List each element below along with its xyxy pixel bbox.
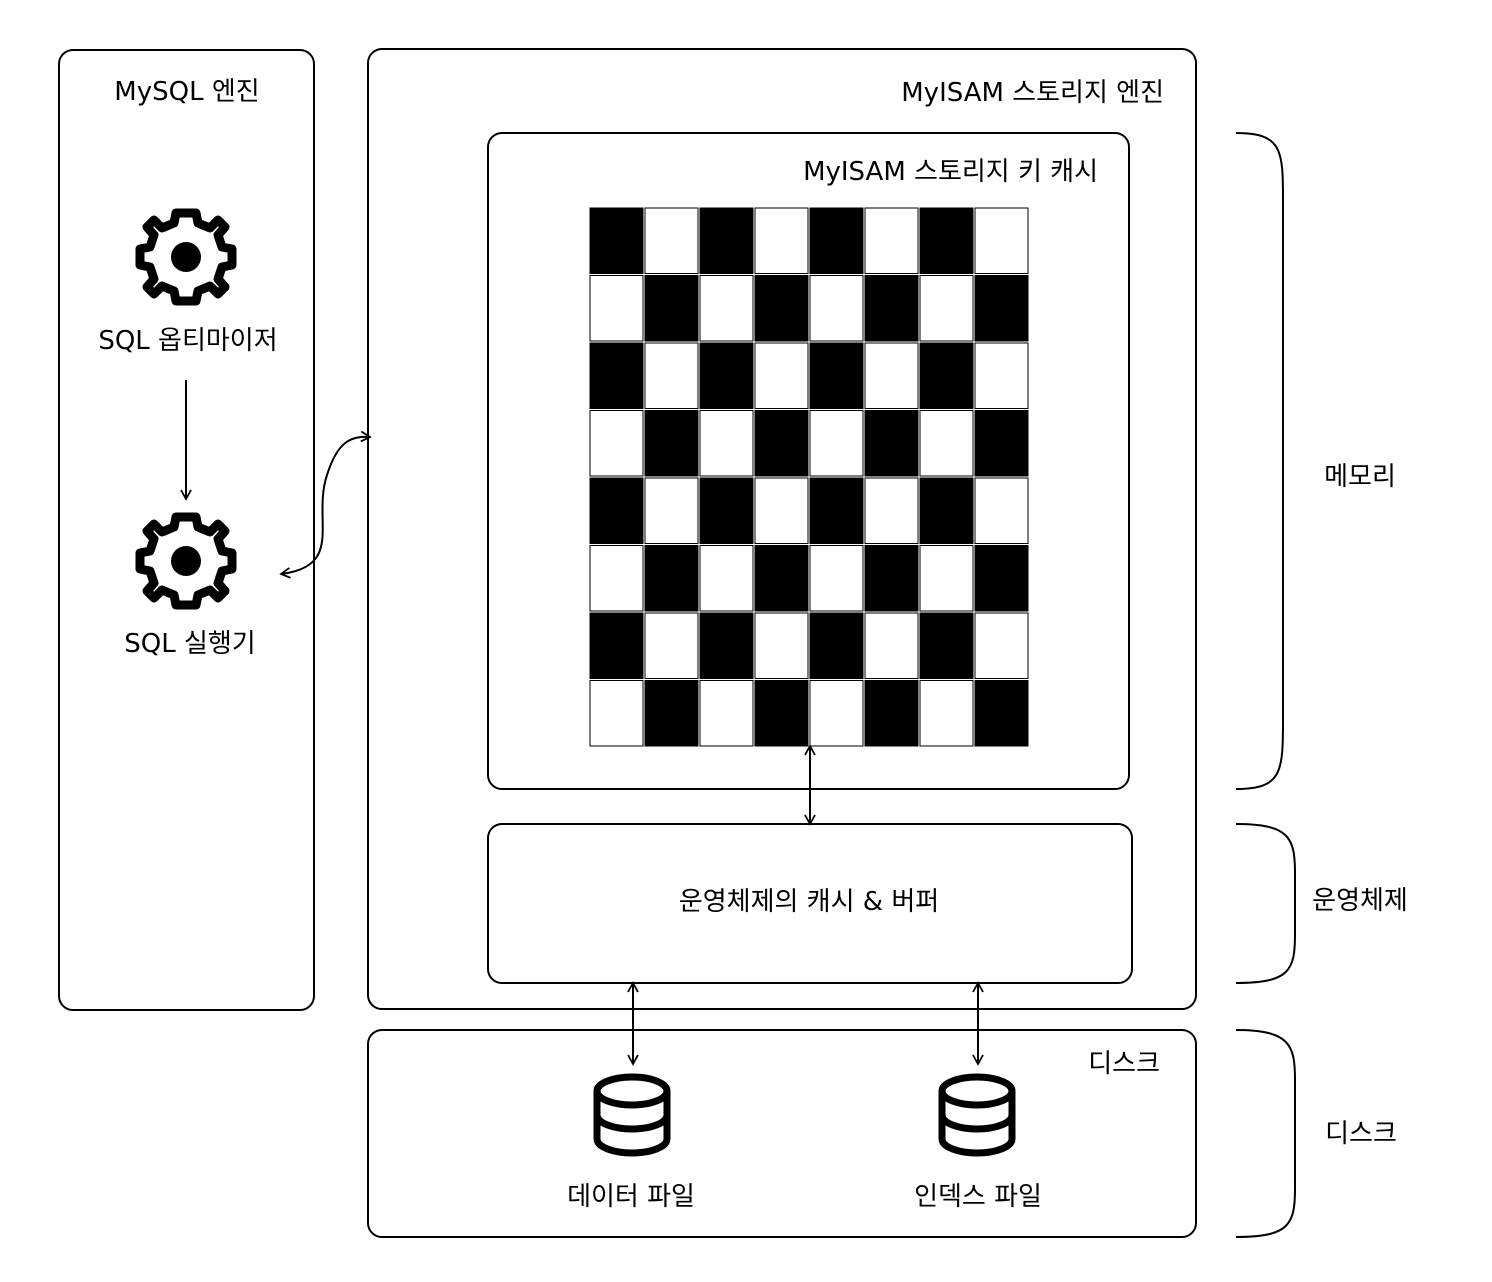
- key-cache-block: [974, 410, 1029, 477]
- os-cache-label: 운영체제의 캐시 & 버퍼: [679, 887, 939, 917]
- storage-engine-title: MyISAM 스토리지 엔진: [901, 78, 1164, 108]
- key-cache-block: [699, 275, 754, 342]
- key-cache-block: [809, 680, 864, 747]
- index-file-label: 인덱스 파일: [914, 1182, 1042, 1212]
- key-cache-title: MyISAM 스토리지 키 캐시: [803, 157, 1098, 187]
- key-cache-block: [754, 477, 809, 544]
- key-cache-block: [644, 275, 699, 342]
- key-cache-block: [864, 680, 919, 747]
- os-cache-buffer-box: 운영체제의 캐시 & 버퍼: [487, 823, 1133, 984]
- key-cache-block: [699, 680, 754, 747]
- key-cache-block: [644, 207, 699, 274]
- key-cache-block: [699, 207, 754, 274]
- key-cache-block: [644, 477, 699, 544]
- key-cache-block: [974, 612, 1029, 679]
- sql-executor: SQL 실행기: [124, 517, 256, 659]
- data-file-label: 데이터 파일: [567, 1182, 695, 1212]
- key-cache-block: [699, 612, 754, 679]
- key-cache-block: [919, 545, 974, 612]
- key-cache-block: [754, 680, 809, 747]
- sql-executor-label: SQL 실행기: [124, 629, 255, 659]
- disk-label: 디스크: [1325, 1119, 1397, 1149]
- disk-panel: 디스크 데이터 파일 인덱스 파일: [367, 1029, 1197, 1238]
- memory-brace: 메모리: [1235, 132, 1396, 790]
- key-cache-block: [644, 545, 699, 612]
- key-cache-block: [644, 612, 699, 679]
- key-cache-block: [919, 612, 974, 679]
- key-cache-block: [589, 612, 644, 679]
- database-icon: [597, 1077, 667, 1153]
- key-cache-block: [864, 342, 919, 409]
- data-file: 데이터 파일: [567, 1077, 695, 1212]
- key-cache-block: [809, 275, 864, 342]
- myisam-storage-engine-panel: MyISAM 스토리지 엔진 MyISAM 스토리지 키 캐시 운영체제의 캐시…: [367, 48, 1197, 1010]
- executor-storage-connector: [279, 430, 372, 579]
- key-cache-block: [809, 477, 864, 544]
- key-cache-block: [919, 680, 974, 747]
- mysql-engine-title: MySQL 엔진: [114, 77, 259, 107]
- key-cache-block: [699, 342, 754, 409]
- key-cache-block: [864, 545, 919, 612]
- key-cache-block: [864, 612, 919, 679]
- key-cache-block: [699, 410, 754, 477]
- key-cache-panel: MyISAM 스토리지 키 캐시: [487, 132, 1130, 790]
- key-cache-block: [589, 545, 644, 612]
- database-icon: [942, 1077, 1012, 1153]
- gear-icon: [140, 517, 232, 605]
- key-cache-block: [974, 680, 1029, 747]
- key-cache-block: [809, 545, 864, 612]
- key-cache-block: [974, 545, 1029, 612]
- disk-title: 디스크: [1088, 1049, 1160, 1079]
- key-cache-block: [589, 207, 644, 274]
- key-cache-block: [589, 477, 644, 544]
- key-cache-block: [919, 342, 974, 409]
- sql-optimizer-label: SQL 옵티마이저: [98, 326, 277, 356]
- gear-icon: [140, 213, 232, 301]
- key-cache-block: [699, 477, 754, 544]
- key-cache-block: [644, 342, 699, 409]
- key-cache-block: [864, 275, 919, 342]
- key-cache-block: [864, 207, 919, 274]
- key-cache-block: [589, 275, 644, 342]
- key-cache-block: [974, 342, 1029, 409]
- key-cache-block: [754, 612, 809, 679]
- key-cache-block: [919, 410, 974, 477]
- key-cache-block: [809, 207, 864, 274]
- os-brace: 운영체제: [1235, 823, 1408, 984]
- key-cache-block: [589, 680, 644, 747]
- key-cache-block: [754, 410, 809, 477]
- mysql-engine-panel: MySQL 엔진 SQL 옵티마이저 SQL 실행기: [58, 49, 315, 1011]
- key-cache-block: [699, 545, 754, 612]
- key-cache-block: [919, 207, 974, 274]
- key-cache-block: [809, 342, 864, 409]
- memory-label: 메모리: [1324, 462, 1396, 492]
- key-cache-block: [644, 680, 699, 747]
- key-cache-block: [864, 410, 919, 477]
- key-cache-block: [974, 275, 1029, 342]
- key-cache-block: [919, 275, 974, 342]
- sql-optimizer: SQL 옵티마이저: [98, 213, 278, 356]
- key-cache-block: [754, 342, 809, 409]
- disk-brace: 디스크: [1235, 1029, 1397, 1238]
- key-cache-block: [809, 612, 864, 679]
- key-cache-block: [754, 207, 809, 274]
- key-cache-block: [589, 410, 644, 477]
- key-cache-block: [974, 477, 1029, 544]
- key-cache-block: [644, 410, 699, 477]
- key-cache-block: [919, 477, 974, 544]
- key-cache-block: [974, 207, 1029, 274]
- key-cache-block: [809, 410, 864, 477]
- key-cache-block: [754, 545, 809, 612]
- key-cache-block: [589, 342, 644, 409]
- key-cache-grid: [589, 207, 1029, 747]
- key-cache-block: [754, 275, 809, 342]
- index-file: 인덱스 파일: [914, 1077, 1042, 1212]
- os-label: 운영체제: [1312, 886, 1408, 916]
- key-cache-block: [864, 477, 919, 544]
